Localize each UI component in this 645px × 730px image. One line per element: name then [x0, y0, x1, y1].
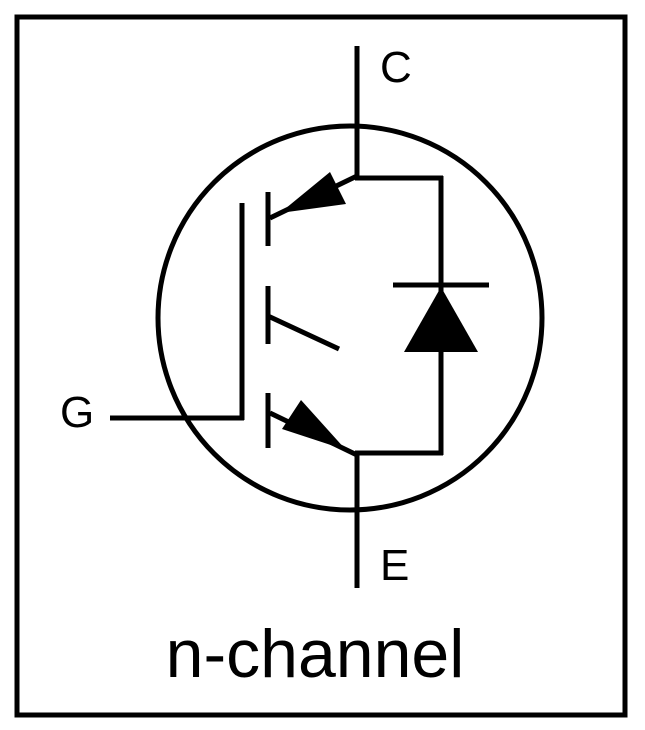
collector-arrow-head [280, 172, 346, 213]
diode-anode-triangle [404, 287, 478, 352]
emitter-label: E [380, 541, 409, 590]
device-body-circle [155, 123, 545, 513]
collector-label: C [380, 43, 412, 92]
outer-frame [14, 14, 628, 718]
emitter-arrow-head [282, 400, 346, 450]
gate-label: G [60, 388, 94, 437]
caption-label: n-channel [166, 616, 465, 692]
middle-diagonal [266, 313, 341, 352]
